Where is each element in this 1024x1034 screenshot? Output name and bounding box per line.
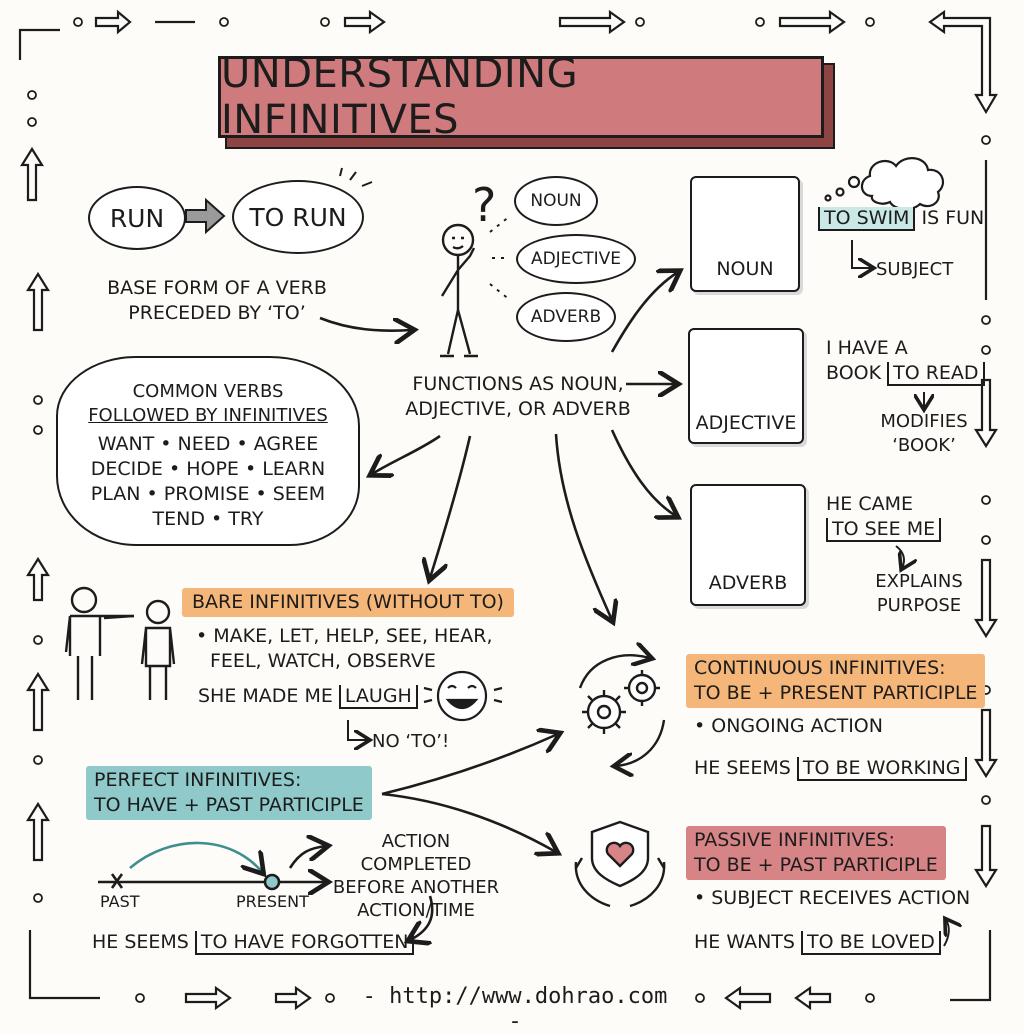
adverb-card: ADVERB [690, 484, 806, 606]
timeline-past-label: PAST [100, 892, 140, 911]
definition-line-2: PRECEDED BY ‘TO’ [128, 302, 306, 324]
functions-line-1: FUNCTIONS AS NOUN, [412, 373, 624, 395]
adverb-card-label: ADVERB [708, 572, 788, 594]
arrow-perfect-to-passive [381, 792, 556, 852]
adjective-card-label: ADJECTIVE [695, 412, 797, 434]
noun-example-rest: IS FUN [921, 207, 985, 229]
continuous-bullet: • ONGOING ACTION [694, 715, 883, 737]
corner-top-right-arrow [928, 9, 998, 115]
passive-example-infinitive: TO BE LOVED [801, 931, 941, 955]
continuous-heading: CONTINUOUS INFINITIVES: TO BE + PRESENT … [686, 654, 986, 708]
continuous-example-infinitive: TO BE WORKING [796, 757, 967, 781]
adjective-example-infinitive: TO READ [887, 362, 985, 386]
infinitive-text: TO RUN [249, 202, 347, 232]
adverb-example-infinitive: TO SEE ME [826, 518, 942, 542]
gears-icon [578, 655, 666, 766]
bare-list: • MAKE, LET, HELP, SEE, HEAR, FEEL, WATC… [196, 625, 493, 672]
noun-example-infinitive: TO SWIM [818, 207, 916, 231]
right-arrow-3 [974, 708, 998, 779]
option-noun-bubble: NOUN [514, 176, 598, 226]
functions-text: FUNCTIONS AS NOUN, ADJECTIVE, OR ADVERB [398, 372, 638, 422]
run-to-arrow [185, 197, 226, 235]
adjective-note: MODIFIES ‘BOOK’ [880, 411, 968, 456]
perfect-note: ACTION COMPLETED BEFORE ANOTHER ACTION/T… [332, 831, 500, 921]
border-frame [18, 9, 998, 1011]
pointing-people-icon [64, 586, 176, 700]
noun-example: TO SWIM IS FUN [818, 206, 984, 231]
bare-heading: BARE INFINITIVES (WITHOUT TO) [182, 588, 514, 617]
arrow-to-bare [430, 435, 472, 578]
top-arrow-3 [558, 9, 626, 35]
infinitive-bubble: TO RUN [232, 180, 364, 254]
arrow-to-adverb [610, 429, 676, 516]
continuous-example: HE SEEMS TO BE WORKING [694, 756, 967, 781]
footer-url[interactable]: - http://www.dohrao.com - [362, 984, 668, 1034]
timeline-present-label: PRESENT [236, 892, 309, 911]
purpose-note-arrow [895, 545, 904, 568]
perfect-example-infinitive: TO HAVE FORGOTTEN [194, 931, 415, 955]
corner-top-left-arrow [18, 28, 60, 60]
sparkle-icon [339, 167, 373, 187]
bare-example: SHE MADE ME LAUGH [198, 684, 418, 709]
timeline [98, 843, 434, 940]
noun-card: NOUN [690, 176, 800, 292]
heart-shield-icon [574, 820, 666, 908]
option-adjective: ADJECTIVE [530, 249, 622, 269]
past-cross-icon [110, 873, 124, 889]
perfect-example: HE SEEMS TO HAVE FORGOTTEN [92, 930, 415, 955]
arrow-to-noun [610, 272, 678, 353]
laughing-face-icon [423, 670, 503, 722]
passive-bullet: • SUBJECT RECEIVES ACTION [694, 887, 971, 909]
corner-bottom-left-arrow [28, 930, 100, 1000]
title-banner: UNDERSTANDING INFINITIVES [218, 51, 824, 143]
noun-card-label: NOUN [716, 258, 774, 280]
arrow-to-gears [554, 433, 612, 620]
top-arrow-1 [94, 9, 132, 35]
question-mark: ? [472, 178, 497, 232]
adverb-note: EXPLAINS PURPOSE [875, 571, 963, 616]
right-arrow-2 [974, 558, 998, 639]
noun-note: SUBJECT [876, 259, 954, 280]
arrow-to-common-verbs [372, 434, 441, 474]
bare-note: NO ‘TO’! [372, 731, 450, 752]
perfect-heading: PERFECT INFINITIVES: TO HAVE + PAST PART… [86, 766, 372, 820]
common-verbs-heading: COMMON VERBS FOLLOWED BY INFINITIVES [88, 381, 328, 426]
right-arrow-4 [974, 824, 998, 889]
definition-text: BASE FORM OF A VERB PRECEDED BY ‘TO’ [92, 276, 342, 326]
thinking-person-icon [440, 223, 478, 358]
corner-bottom-right-arrow [950, 930, 992, 1002]
definition-line-1: BASE FORM OF A VERB [107, 277, 327, 299]
option-noun: NOUN [530, 191, 582, 211]
adjective-example: I HAVE A BOOK TO READ [826, 336, 1006, 386]
page-title: UNDERSTANDING INFINITIVES [221, 51, 579, 143]
verb-text: RUN [109, 203, 165, 233]
arrow-perfect-to-continuous [381, 734, 558, 796]
passive-heading: PASSIVE INFINITIVES: TO BE + PAST PARTIC… [686, 826, 946, 880]
arrow-definition-to-thinker [319, 318, 412, 331]
bare-example-verb: LAUGH [338, 685, 418, 709]
common-verbs-cloud: COMMON VERBS FOLLOWED BY INFINITIVES WAN… [56, 356, 360, 546]
top-arrow-2 [343, 9, 386, 35]
option-adverb-bubble: ADVERB [516, 292, 616, 342]
passive-example: HE WANTS TO BE LOVED [694, 930, 941, 955]
subject-note-arrow [851, 240, 872, 268]
option-adjective-bubble: ADJECTIVE [516, 234, 636, 284]
thought-cloud-icon [824, 157, 945, 211]
adverb-example: HE CAME TO SEE ME [826, 492, 996, 542]
no-to-note-arrow [347, 720, 368, 740]
option-adverb: ADVERB [530, 307, 602, 327]
functions-line-2: ADJECTIVE, OR ADVERB [405, 398, 631, 420]
right-arrow-1 [974, 378, 998, 449]
adjective-card: ADJECTIVE [688, 328, 804, 444]
common-verbs-list: WANT • NEED • AGREE DECIDE • HOPE • LEAR… [90, 433, 326, 530]
top-arrow-4 [778, 9, 846, 35]
verb-bubble: RUN [88, 186, 186, 250]
